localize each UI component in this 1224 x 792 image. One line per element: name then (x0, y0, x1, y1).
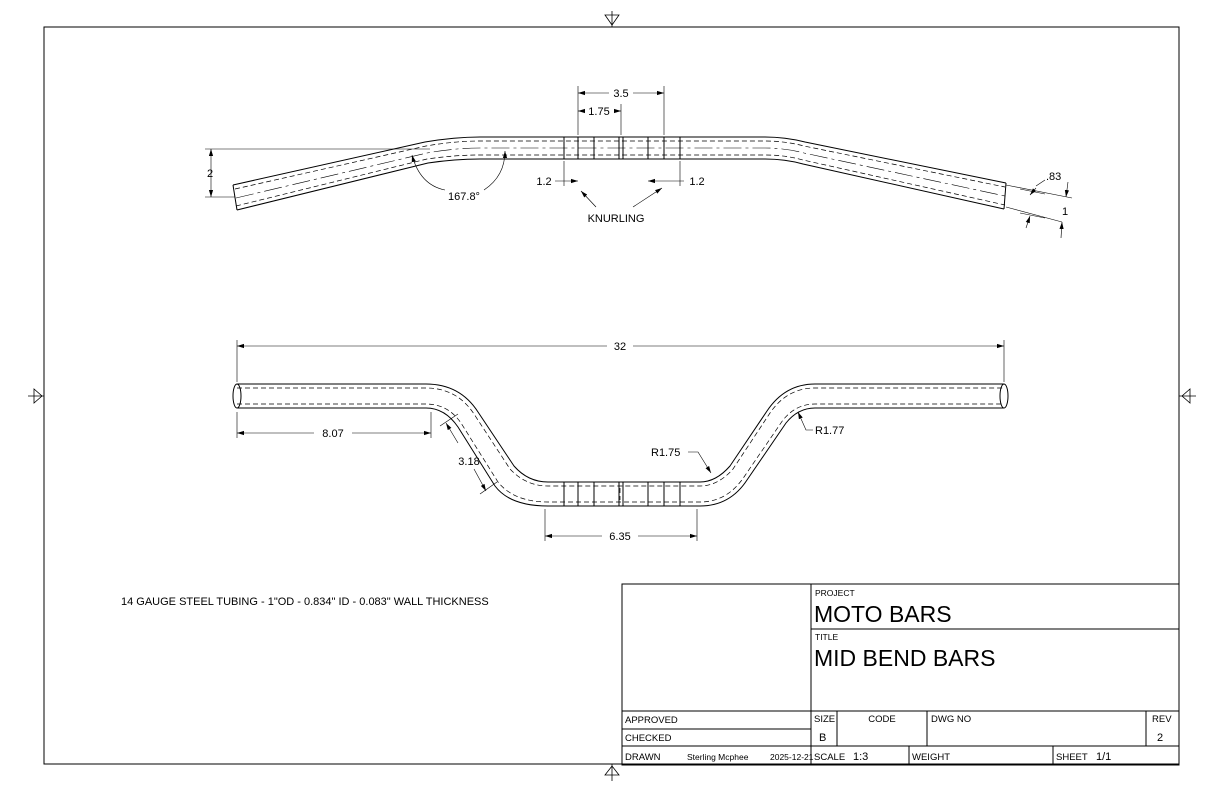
project-value: MOTO BARS (814, 601, 952, 627)
radius-r1-77: R1.77 (815, 425, 844, 437)
front-tube-outline-upper (237, 383, 1004, 483)
front-tube-outline-lower (237, 407, 1004, 507)
angle-167-8: 167.8° (448, 191, 480, 203)
left-end-cap (232, 383, 242, 409)
sheet-border (43, 26, 1180, 765)
drawn-label: DRAWN (625, 752, 661, 763)
knurling-label: KNURLING (588, 213, 645, 225)
dim-3-18: 3.18 (458, 456, 479, 468)
drawn-date: 2025-12-21 (770, 752, 814, 762)
size-value: B (819, 732, 826, 744)
dim-1-75: 1.75 (588, 106, 609, 118)
right-end-cap (999, 383, 1009, 409)
approved-label: APPROVED (625, 715, 678, 726)
title-block: PROJECT MOTO BARS TITLE MID BEND BARS AP… (621, 583, 1180, 766)
dwg-label: DWG NO (931, 714, 971, 725)
material-note: 14 GAUGE STEEL TUBING - 1"OD - 0.834" ID… (121, 596, 489, 608)
front-view: 32 8.07 3.18 6.35 R1.75 R1.77 (232, 340, 1009, 543)
scale-value: 1:3 (853, 751, 868, 763)
checked-label: CHECKED (625, 733, 672, 744)
front-knurling (563, 482, 681, 506)
rev-value: 2 (1157, 732, 1163, 744)
top-tube-outline-lower (236, 158, 1005, 211)
top-view: 3.5 1.75 1.2 1.2 KNURLING 2 167.8° (205, 86, 1073, 239)
title-value: MID BEND BARS (814, 645, 995, 671)
dim-1-2-right: 1.2 (689, 176, 704, 188)
dim-32: 32 (614, 341, 626, 353)
dim-83: .83 (1046, 171, 1061, 183)
sheet-label: SHEET (1056, 752, 1088, 763)
dim-2: 2 (207, 168, 213, 180)
top-knurling (563, 137, 681, 159)
dim-1-2-left: 1.2 (536, 176, 551, 188)
radius-r1-75: R1.75 (651, 447, 680, 459)
centering-marks (28, 11, 1196, 781)
dim-3-5: 3.5 (613, 88, 628, 100)
code-label: CODE (868, 714, 895, 725)
dim-6-35: 6.35 (609, 531, 630, 543)
dim-8-07: 8.07 (322, 428, 343, 440)
drawn-by: Sterling Mcphee (687, 752, 749, 762)
project-label: PROJECT (815, 588, 855, 598)
rev-label: REV (1152, 714, 1172, 725)
sheet-value: 1/1 (1096, 751, 1111, 763)
title-label: TITLE (815, 632, 838, 642)
dim-1: 1 (1062, 206, 1068, 218)
size-label: SIZE (814, 714, 835, 725)
weight-label: WEIGHT (912, 752, 950, 763)
scale-label: SCALE (814, 752, 845, 763)
